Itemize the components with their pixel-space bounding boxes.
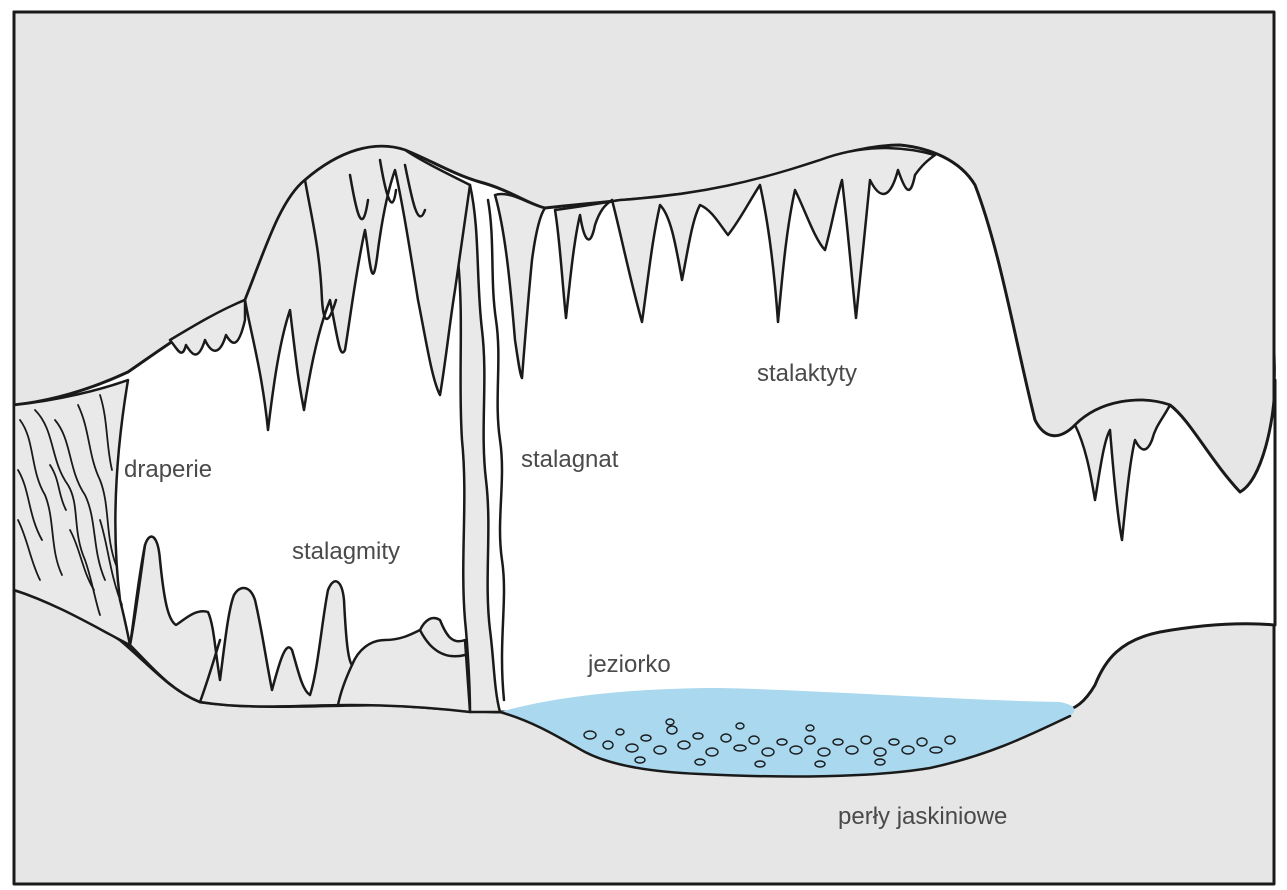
label-perly-jaskiniowe: perły jaskiniowe (838, 805, 1007, 829)
label-stalaktyty: stalaktyty (757, 362, 857, 386)
label-draperie: draperie (124, 458, 212, 482)
label-jeziorko: jeziorko (588, 653, 671, 677)
label-stalagmity: stalagmity (292, 540, 400, 564)
label-stalagnat: stalagnat (521, 448, 618, 472)
